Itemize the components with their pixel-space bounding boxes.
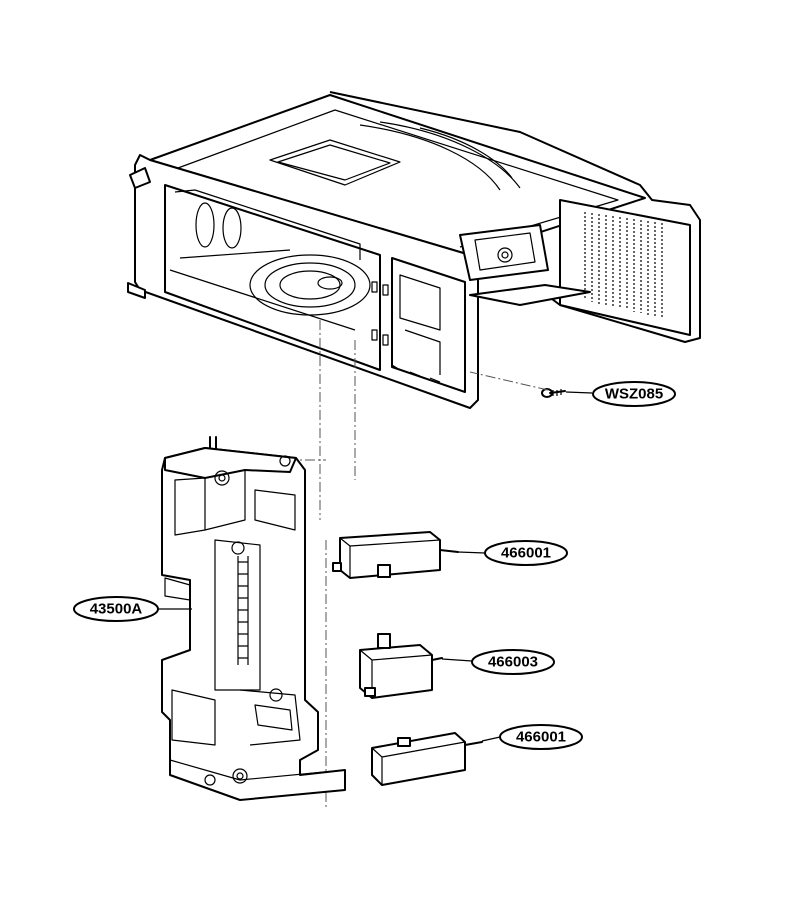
callout-label: 466003	[488, 654, 538, 671]
callout-wsz085: WSZ085	[592, 381, 676, 407]
latch-bracket-part	[161, 436, 346, 801]
rack-teeth	[237, 556, 249, 665]
leader-lines	[158, 391, 593, 742]
callout-label: 43500A	[90, 601, 143, 618]
micro-switch-bottom	[371, 732, 483, 786]
callout-label: 466001	[501, 545, 551, 562]
oven-cavity-assembly	[127, 91, 701, 409]
micro-switch-middle	[359, 633, 443, 699]
callout-466003: 466003	[471, 649, 555, 675]
screw-part	[469, 371, 566, 398]
callout-466001-top: 466001	[484, 540, 568, 566]
callout-43500a: 43500A	[73, 596, 159, 622]
callout-466001-bottom: 466001	[499, 724, 583, 750]
micro-switch-top	[332, 531, 459, 579]
vent-holes	[584, 212, 663, 318]
callout-label: WSZ085	[605, 386, 663, 403]
callout-label: 466001	[516, 729, 566, 746]
frame-switch-slots	[371, 281, 441, 383]
